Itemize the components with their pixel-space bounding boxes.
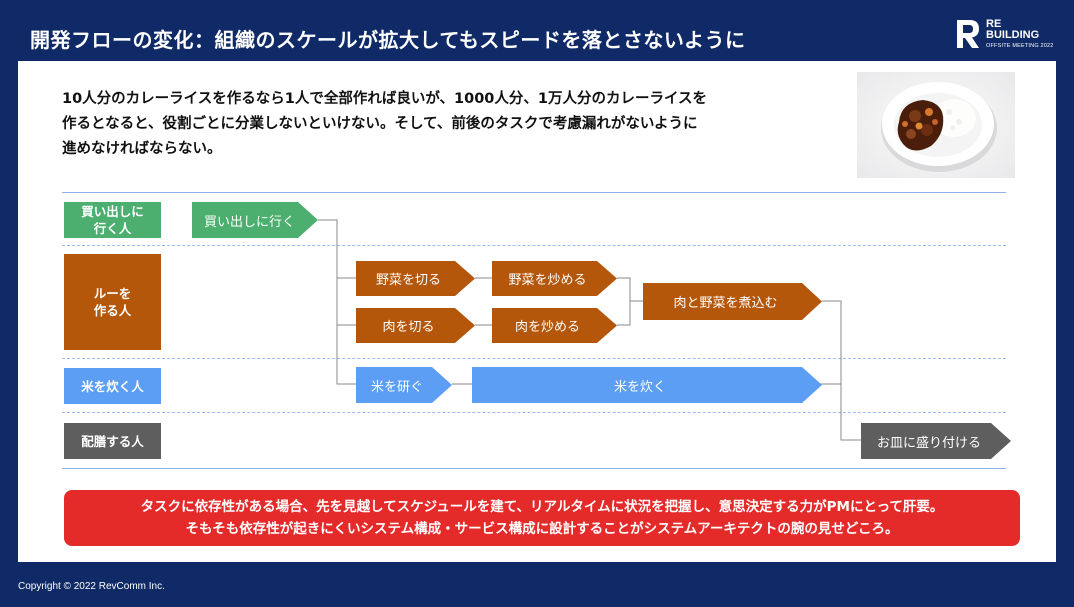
lane-label-rice-line1: 米を炊く人 (81, 378, 144, 394)
task-stirfry-vegetables-label: 野菜を炒める (508, 273, 587, 288)
task-serve-label: お皿に盛り付ける (876, 435, 981, 451)
lane-label-serve: 配膳する人 (64, 423, 161, 459)
copyright: Copyright © 2022 RevComm Inc. (18, 581, 165, 592)
lane-separator-3 (62, 412, 1006, 413)
lane-label-roux: ルーを作る人 (64, 254, 161, 350)
task-cook-rice-label: 米を炊く (613, 379, 666, 395)
task-go-shopping-label: 買い出しに行く (204, 214, 296, 230)
callout-line-2: そもそも依存性が起きにくいシステム構成・サービス構成に設計することがシステムアー… (185, 521, 899, 537)
logo-text-building: BUILDING (986, 29, 1040, 41)
task-cut-meat: 肉を切る (356, 308, 475, 343)
task-cut-vegetables: 野菜を切る (356, 261, 475, 296)
lane-label-shopping-line2: 行く人 (93, 221, 132, 236)
task-cut-meat-label: 肉を切る (382, 320, 435, 335)
page-title: 開発フローの変化：組織のスケールが拡大してもスピードを落とさないように (30, 28, 746, 52)
lane-label-roux-line2: 作る人 (93, 303, 132, 318)
intro-line-1: 10人分のカレーライスを作るなら1人で全部作れば良いが、1000人分、1万人分の… (62, 91, 708, 107)
task-stirfry-meat: 肉を炒める (492, 308, 617, 343)
task-stirfry-meat-label: 肉を炒める (514, 320, 580, 335)
task-simmer-label: 肉と野菜を煮込む (673, 296, 778, 311)
lane-separator-1 (62, 245, 1006, 246)
lane-label-shopping: 買い出しに行く人 (64, 202, 161, 238)
intro-text: 10人分のカレーライスを作るなら1人で全部作れば良いが、1000人分、1万人分の… (62, 87, 822, 162)
task-go-shopping: 買い出しに行く (192, 202, 318, 238)
task-wash-rice-label: 米を研ぐ (370, 379, 423, 395)
curry-rice-photo (857, 72, 1015, 178)
callout-line-1: タスクに依存性がある場合、先を見越してスケジュールを建て、リアルタイムに状況を把… (140, 499, 944, 515)
intro-line-3: 進めなければならない。 (62, 141, 222, 157)
rebuilding-logo: RE BUILDING OFFSITE MEETING 2022 (955, 18, 1065, 54)
lane-label-rice: 米を炊く人 (64, 368, 161, 404)
task-cut-vegetables-label: 野菜を切る (375, 273, 441, 288)
pm-callout: タスクに依存性がある場合、先を見越してスケジュールを建て、リアルタイムに状況を把… (64, 490, 1020, 546)
lane-label-shopping-line1: 買い出しに (81, 204, 144, 219)
logo-text-offsite: OFFSITE MEETING 2022 (986, 43, 1054, 49)
lane-label-serve-line1: 配膳する人 (81, 433, 144, 449)
task-cook-rice: 米を炊く (472, 367, 822, 403)
lane-bottom-border (62, 468, 1006, 469)
task-simmer: 肉と野菜を煮込む (643, 283, 822, 320)
task-stirfry-vegetables: 野菜を炒める (492, 261, 617, 296)
logo-text-re: RE (986, 18, 1002, 30)
task-wash-rice: 米を研ぐ (356, 367, 452, 403)
task-serve: お皿に盛り付ける (861, 423, 1011, 459)
rebuilding-logo-icon (957, 20, 979, 48)
lane-separator-2 (62, 358, 1006, 359)
lane-top-border (62, 192, 1006, 193)
intro-line-2: 作るとなると、役割ごとに分業しないといけない。そして、前後のタスクで考慮漏れがな… (62, 116, 698, 132)
lane-label-roux-line1: ルーを (93, 286, 132, 301)
